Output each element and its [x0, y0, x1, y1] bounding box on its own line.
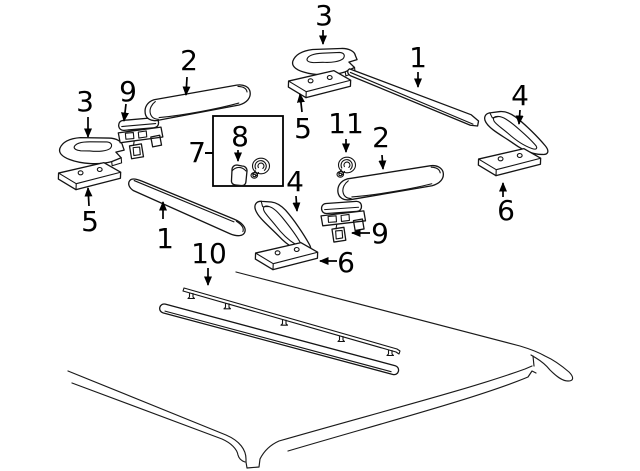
vehicle-roof-outline	[67, 271, 574, 469]
clip-detail	[231, 166, 247, 172]
part-4-fin-cap-middle[interactable]	[245, 197, 322, 255]
callout-label-1-left[interactable]: 1	[156, 222, 174, 255]
callout-label-7[interactable]: 7	[188, 136, 206, 169]
hardware-group-box	[212, 115, 284, 187]
part-8-clip[interactable]	[230, 164, 248, 187]
part-2-crossbar-middle[interactable]	[335, 163, 446, 203]
part-9-clamp-middle[interactable]	[319, 200, 368, 244]
ditch-rail-pegs	[187, 292, 395, 357]
rail-detail	[133, 180, 244, 233]
roof-header-inner	[287, 370, 537, 452]
roof-near-edge-and-pillar	[67, 365, 533, 469]
part-1-side-rail-top[interactable]	[346, 66, 480, 128]
part-10-ditch-rail[interactable]	[182, 287, 401, 357]
callout-label-2-middle[interactable]: 2	[372, 121, 390, 154]
callout-label-2-left[interactable]: 2	[180, 44, 198, 77]
roof-corner-step	[532, 355, 535, 367]
part-roof-molding[interactable]	[159, 303, 400, 376]
callout-label-5-left[interactable]: 5	[81, 205, 99, 238]
callout-arrows	[84, 30, 524, 286]
rail-outline	[128, 178, 246, 237]
part-3-end-cap-left[interactable]	[57, 131, 127, 169]
callout-label-4-top[interactable]: 4	[511, 79, 529, 112]
callout-label-4-middle[interactable]: 4	[286, 165, 304, 198]
part-11-fastener-pin[interactable]	[336, 156, 357, 178]
ditch-rail-lines	[182, 287, 401, 355]
arrow-2-middle	[378, 154, 387, 170]
arrow-9-left	[121, 103, 129, 122]
part-9-clamp-left[interactable]	[116, 116, 166, 161]
arrow-5-left	[84, 187, 93, 207]
rail-outline	[347, 68, 480, 127]
molding-detail	[164, 310, 392, 373]
callout-label-3-left[interactable]: 3	[76, 85, 94, 118]
arrow-4-middle	[292, 195, 301, 212]
callout-label-10[interactable]: 10	[191, 237, 227, 270]
rail-detail	[349, 71, 474, 125]
clip-outline	[230, 164, 248, 187]
callout-label-8[interactable]: 8	[231, 120, 249, 153]
callout-labels: 3 9 2 5 1 7 8 10 4 6 9 11 2 3 5 1 4 6	[76, 0, 529, 279]
part-4-fin-cap-top[interactable]	[481, 109, 552, 156]
callout-label-11[interactable]: 11	[328, 107, 364, 140]
part-5-mount-pad-left[interactable]	[57, 160, 122, 192]
roof-near-edge-inner	[71, 382, 246, 463]
roof-far-edge	[235, 271, 574, 382]
callout-label-6-middle[interactable]: 6	[337, 246, 355, 279]
callout-label-6-top[interactable]: 6	[497, 194, 515, 227]
callout-label-3-top[interactable]: 3	[315, 0, 333, 32]
callout-label-9-middle[interactable]: 9	[371, 217, 389, 250]
callout-label-9-left[interactable]: 9	[119, 75, 137, 108]
molding-outline	[159, 303, 400, 376]
callout-label-1-top[interactable]: 1	[409, 41, 427, 74]
part-1-side-rail-left[interactable]	[126, 176, 248, 239]
arrow-2-left	[182, 76, 191, 96]
callout-label-5-top[interactable]: 5	[294, 112, 312, 145]
arrow-4-top	[515, 109, 524, 125]
arrow-5-top	[296, 93, 305, 113]
